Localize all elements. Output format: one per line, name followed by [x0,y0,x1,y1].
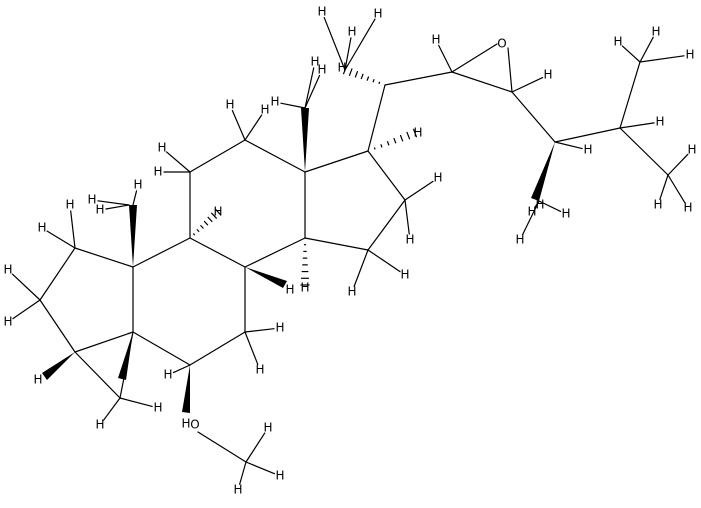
oxygen-atom-label: O [497,37,506,51]
hydrogen-atom-label: H [535,198,544,212]
hydrogen-atom-label: H [655,115,664,129]
hydrogen-atom-label: H [225,98,234,112]
hydrogen-atom-label: H [95,418,104,432]
hydrogen-atom-label: H [543,68,552,82]
hydrogen-atom-label: H [400,268,409,282]
hydrogen-atom-label: H [431,33,440,47]
hydrogen-atom-label: H [3,315,12,329]
oxygen-atom-label: O [190,418,199,432]
hashed-bond [192,208,222,236]
hydrogen-atom-label: H [213,205,222,219]
wedge-bonds [42,108,555,413]
hydrogen-atom-label: H [3,263,12,277]
hydrogen-atom-label: H [87,193,96,207]
hydrogen-atom-label: H [153,165,162,179]
hydrogen-atom-label: H [405,233,414,247]
hydrogen-atom-label: H [613,35,622,49]
hydrogen-atom-label: H [527,205,536,219]
hydrogen-atom-label: H [275,469,284,483]
hydrogen-atom-label: H [153,401,162,415]
hydrogen-atom-label: H [651,25,660,39]
hydrogen-atom-label: H [433,171,442,185]
hydrogen-atom-label: H [685,48,694,62]
hydrogen-atom-label: H [300,281,309,295]
hydrogen-atom-label: H [65,198,74,212]
hydrogen-atom-label: H [317,5,326,19]
skeleton-bonds [11,16,689,485]
hydrogen-atom-label: H [413,126,422,140]
hydrogen-atom-label: H [163,368,172,382]
hydrogen-atom-label: H [275,321,284,335]
hydrogen-atom-label: H [347,285,356,299]
hydrogen-atom-label: H [33,373,42,387]
hydrogen-atom-label: H [347,25,356,39]
hydrogen-atom-label: H [285,283,294,297]
hydrogen-atom-label: H [133,178,142,192]
hydrogen-atom-label: H [255,363,264,377]
hydrogen-atom-label: H [683,201,692,215]
hydrogen-atom-label: H [583,143,592,157]
hashed-bond [342,65,381,85]
hydrogen-atom-label: H [317,63,326,77]
hydrogen-atom-label: H [270,95,279,109]
hydrogen-atom-label: H [37,221,46,235]
hydrogen-atom-label: H [95,203,104,217]
hydrogen-atom-label: H [157,141,166,155]
hydrogen-atom-label: H [260,103,269,117]
hydrogen-atom-label: H [515,233,524,247]
hydrogen-atom-label: H [181,417,190,431]
hashed-bond [300,244,310,286]
hydrogen-atom-label: H [337,61,346,75]
hashed-bond [373,128,418,150]
hydrogen-atom-label: H [263,421,272,435]
hydrogen-atom-label: H [310,55,319,69]
hydrogen-atom-label: H [561,207,570,221]
hydrogen-atom-label: H [687,143,696,157]
hydrogen-atom-label: H [373,7,382,21]
hashed-bonds [192,65,418,286]
hydrogen-atom-label: H [233,483,242,497]
hydrogen-bonds [11,16,689,485]
hydrogen-atom-label: H [653,198,662,212]
